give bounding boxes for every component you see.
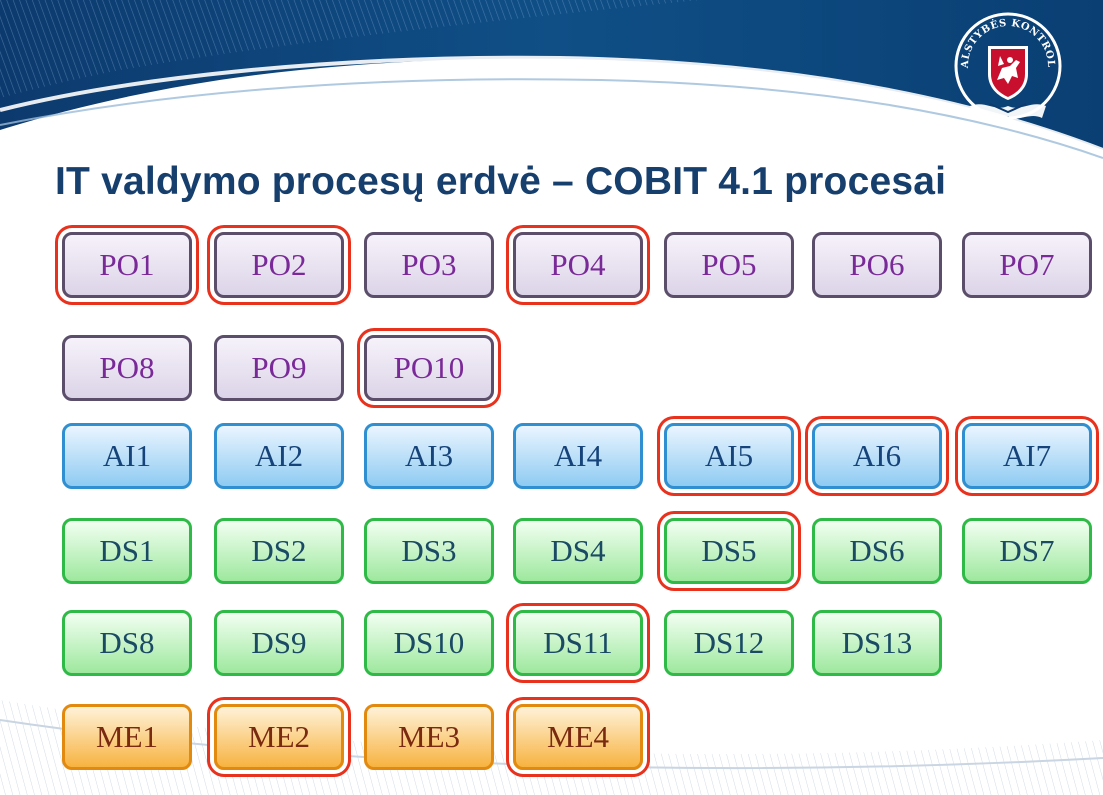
process-box-ai4: AI4 — [513, 423, 643, 489]
process-box-po10: PO10 — [364, 335, 494, 401]
process-box-po4: PO4 — [513, 232, 643, 298]
process-box-po3: PO3 — [364, 232, 494, 298]
process-box-ds11: DS11 — [513, 610, 643, 676]
process-box-ai7: AI7 — [962, 423, 1092, 489]
process-box-po1: PO1 — [62, 232, 192, 298]
state-audit-logo: VALSTYBĖS KONTROLĖ — [950, 8, 1062, 120]
process-box-ai1: AI1 — [62, 423, 192, 489]
slide-title: IT valdymo procesų erdvė – COBIT 4.1 pro… — [55, 160, 947, 203]
process-box-po7: PO7 — [962, 232, 1092, 298]
process-box-ai3: AI3 — [364, 423, 494, 489]
process-box-ai6: AI6 — [812, 423, 942, 489]
process-box-ds1: DS1 — [62, 518, 192, 584]
process-box-me4: ME4 — [513, 704, 643, 770]
process-box-ds7: DS7 — [962, 518, 1092, 584]
process-box-ds10: DS10 — [364, 610, 494, 676]
process-box-po6: PO6 — [812, 232, 942, 298]
process-box-ds6: DS6 — [812, 518, 942, 584]
process-box-ds2: DS2 — [214, 518, 344, 584]
process-box-po9: PO9 — [214, 335, 344, 401]
header-band — [0, 0, 1103, 159]
process-box-ai5: AI5 — [664, 423, 794, 489]
process-box-me1: ME1 — [62, 704, 192, 770]
process-box-ds5: DS5 — [664, 518, 794, 584]
process-box-po8: PO8 — [62, 335, 192, 401]
process-box-ds3: DS3 — [364, 518, 494, 584]
process-box-ds12: DS12 — [664, 610, 794, 676]
process-box-ai2: AI2 — [214, 423, 344, 489]
process-box-po5: PO5 — [664, 232, 794, 298]
process-box-ds13: DS13 — [812, 610, 942, 676]
process-box-me3: ME3 — [364, 704, 494, 770]
process-box-ds8: DS8 — [62, 610, 192, 676]
process-box-me2: ME2 — [214, 704, 344, 770]
process-box-ds4: DS4 — [513, 518, 643, 584]
vytis-icon — [997, 56, 1020, 84]
process-box-po2: PO2 — [214, 232, 344, 298]
process-box-ds9: DS9 — [214, 610, 344, 676]
